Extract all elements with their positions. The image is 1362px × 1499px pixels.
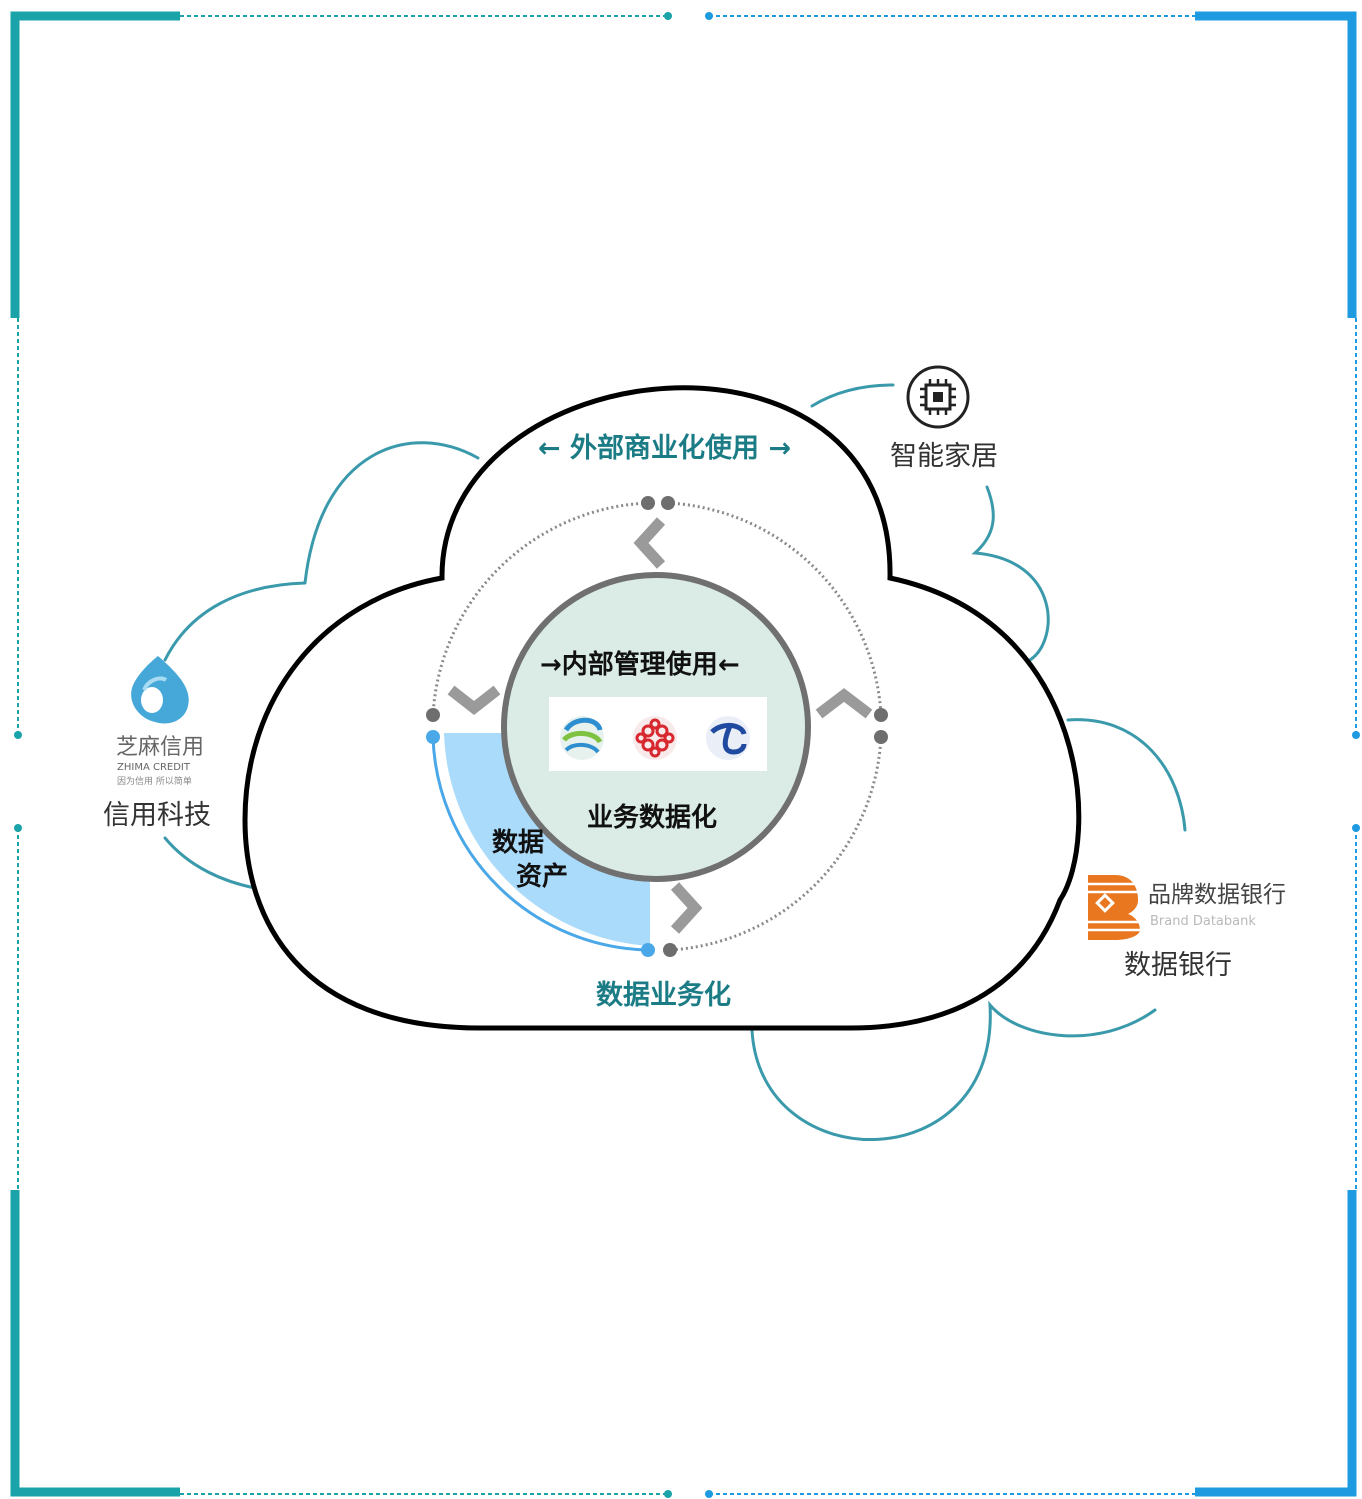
direction-chevrons — [447, 517, 873, 934]
arc-upper-left — [303, 441, 480, 585]
internal-use-label: →内部管理使用← — [540, 652, 740, 678]
brand-databank-name-en: Brand Databank — [1150, 914, 1256, 929]
ring-arc-bottom-right — [669, 736, 883, 952]
frame-corner-top-right — [1195, 11, 1357, 318]
ring-node — [874, 708, 888, 722]
arc-left-mid — [163, 581, 307, 662]
arc-right-lower — [1066, 718, 1187, 832]
cycle-ring — [431, 501, 883, 952]
arc-left-bottom — [163, 836, 257, 890]
ring-arc-top-right — [667, 501, 883, 716]
internal-use-text: 内部管理使用 — [561, 650, 718, 680]
data-assets-arc — [431, 736, 649, 952]
data-assets-label-line1: 数据 — [492, 828, 545, 858]
ring-node — [641, 496, 655, 510]
chevron-right-icon — [670, 882, 703, 934]
data-assets-label-line2: 资产 — [516, 862, 569, 892]
arc-top-right — [810, 383, 895, 408]
brand-databank-logo-icon — [1088, 875, 1140, 940]
brand-databank-name-cn: 品牌数据银行 — [1148, 882, 1286, 908]
frame — [10, 11, 1360, 1498]
zhima-logo-name-cn: 芝麻信用 — [116, 735, 205, 760]
arc-right-upper — [971, 485, 1050, 662]
ring-node — [663, 943, 677, 957]
china-telecom-icon — [706, 716, 750, 760]
zhima-logo-name-en: ZHIMA CREDIT — [117, 762, 190, 773]
china-mobile-icon — [560, 716, 604, 760]
chevron-left-icon — [633, 517, 666, 569]
ring-arc-top-left — [431, 501, 649, 716]
frame-dot — [664, 1490, 672, 1498]
frame-corner-top-left — [10, 11, 180, 318]
ring-node — [641, 943, 655, 957]
smart-home-label: 智能家居 — [890, 441, 998, 472]
chip-icon — [906, 365, 970, 429]
china-unicom-icon — [633, 716, 677, 760]
chevron-down-icon — [447, 685, 501, 715]
ring-nodes — [426, 496, 888, 957]
credit-tech-label: 信用科技 — [103, 800, 211, 831]
external-use-text: 外部商业化使用 — [570, 433, 760, 464]
arc-bottom — [750, 1000, 1157, 1141]
frame-dot — [1352, 731, 1360, 739]
chevron-up-icon — [815, 688, 873, 719]
arrow-left-icon: ← — [717, 650, 740, 680]
external-use-label: ← 外部商业化使用 → — [538, 435, 791, 462]
data-businessization-label: 数据业务化 — [596, 980, 731, 1011]
ring-node — [661, 496, 675, 510]
frame-corner-bottom-right — [1195, 1190, 1357, 1497]
ring-node — [426, 730, 440, 744]
frame-corner-bottom-left — [10, 1190, 180, 1497]
frame-dot — [14, 731, 22, 739]
ring-node — [426, 708, 440, 722]
arrow-right-icon: → — [540, 650, 562, 680]
data-bank-label: 数据银行 — [1124, 950, 1232, 981]
frame-dot — [664, 12, 672, 20]
zhima-credit-logo-icon — [131, 656, 189, 724]
arrow-right-icon: → — [768, 433, 792, 464]
business-digitization-label: 业务数据化 — [587, 803, 718, 833]
arrow-left-icon: ← — [538, 433, 561, 464]
outer-cloud-arcs — [163, 383, 1187, 1141]
ring-node — [874, 730, 888, 744]
zhima-logo-slogan: 因为信用 所以简单 — [117, 777, 192, 787]
